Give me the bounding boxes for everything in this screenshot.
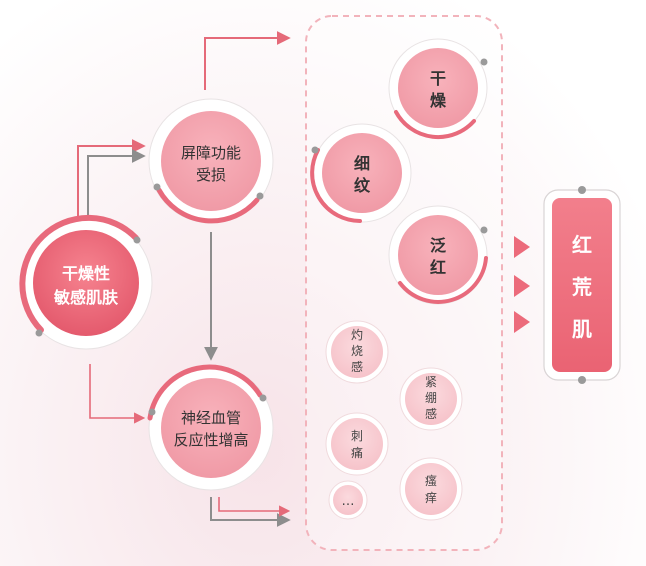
itching-label-1: 瘙 (425, 473, 437, 488)
burning-label-2: 烧 (351, 344, 363, 358)
barrier-label-line1: 屏障功能 (181, 144, 241, 162)
connector-neuro-to-symptoms-red (218, 497, 291, 517)
dry-label-1: 干 (430, 69, 446, 88)
root-label-line2: 敏感肌肤 (53, 288, 119, 307)
node-barrier-damage: 屏障功能 受损 (148, 98, 274, 224)
symptom-burning: 灼 烧 感 (325, 320, 389, 384)
fine-lines-label-1: 细 (354, 154, 370, 173)
tightness-label-2: 绷 (425, 390, 437, 405)
itching-label-2: 痒 (425, 490, 437, 505)
result-label-1: 红 (572, 233, 592, 257)
symptom-fine-lines: 细 纹 (310, 123, 412, 223)
fine-lines-label-2: 纹 (354, 176, 371, 195)
node-root: 干燥性 敏感肌肤 (19, 214, 153, 350)
symptom-dry: 干 燥 (388, 38, 488, 140)
result-label-2: 荒 (572, 275, 592, 299)
result-label-3: 肌 (572, 317, 592, 341)
pointer-triangle-2 (514, 275, 530, 297)
connector-neuro-to-symptoms-gray (210, 497, 291, 527)
pointer-triangle-1 (514, 236, 530, 258)
symptom-stinging: 刺 痛 (325, 412, 389, 476)
node-neurovascular: 神经血管 反应性增高 (147, 364, 274, 491)
stinging-label-2: 痛 (351, 445, 363, 460)
tightness-label-3: 感 (425, 406, 437, 421)
root-label-line1: 干燥性 (62, 264, 110, 283)
connector-root-to-barrier-gray (87, 149, 146, 222)
symptom-more: … (328, 480, 368, 520)
connector-barrier-to-symptoms (204, 31, 291, 90)
barrier-label-line2: 受损 (196, 166, 226, 184)
stinging-label-1: 刺 (351, 429, 363, 443)
redness-label-2: 红 (430, 258, 446, 277)
result-box: 红 荒 肌 (543, 186, 621, 384)
more-label: … (342, 494, 355, 509)
dry-label-2: 燥 (430, 91, 447, 110)
symptom-itching: 瘙 痒 (399, 457, 463, 521)
symptom-tightness: 紧 绷 感 (399, 367, 463, 431)
neuro-label-line1: 神经血管 (181, 409, 241, 427)
connector-root-to-barrier-red (77, 139, 146, 222)
symptom-redness: 泛 红 (388, 205, 488, 305)
neuro-label-line2: 反应性增高 (173, 431, 248, 449)
redness-label-1: 泛 (430, 236, 446, 255)
connector-root-to-neuro (89, 364, 146, 424)
burning-label-3: 感 (351, 359, 363, 374)
tightness-label-1: 紧 (425, 375, 437, 389)
pointer-triangle-3 (514, 311, 530, 333)
burning-label-1: 灼 (351, 327, 363, 342)
